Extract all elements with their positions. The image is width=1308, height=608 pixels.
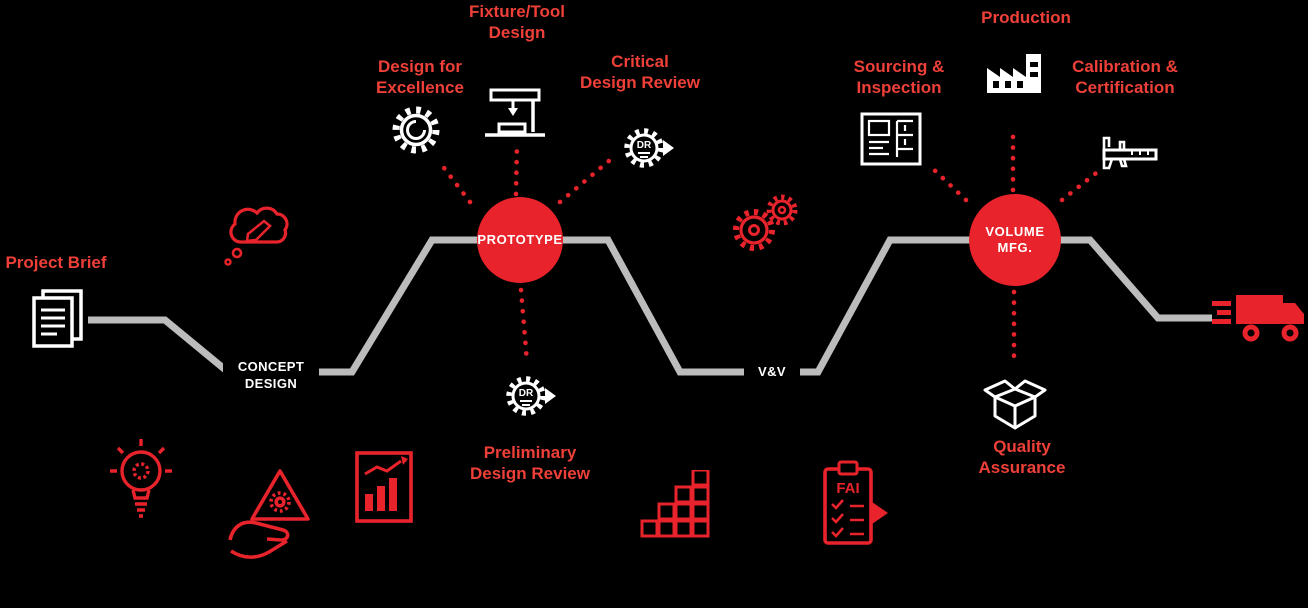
label-sourcing-inspection: Sourcing & Inspection [853,57,945,97]
label-critical-design-review: Critical Design Review [580,52,700,92]
label-quality-assurance: Quality Assurance [978,437,1066,477]
connector-prototype-fixture [513,139,520,197]
connector-prototype-cdr [557,157,613,205]
svg-text:FAI: FAI [836,480,859,497]
gear-icon [392,106,440,154]
svg-text:DR: DR [519,388,534,399]
label-preliminary-design-review: Preliminary Design Review [470,443,590,483]
milestone-volume-mfg: VOLUME MFG. [969,194,1061,286]
label-production: Production [981,8,1071,27]
milestone-prototype: PROTOTYPE [477,197,563,283]
engineering-drawing-icon [860,112,922,166]
connector-prototype-pdr [518,287,530,365]
label-project-brief: Project Brief [5,253,107,272]
machine-tool-icon [485,88,545,137]
stage-concept-design: CONCEPT DESIGN [223,356,319,396]
gears-icon [733,194,798,251]
factory-icon [987,54,1041,93]
stacked-cubes-icon [640,470,710,538]
lightbulb-icon [110,439,172,518]
svg-text:DR: DR [637,140,652,151]
dotted-connectors [435,125,1103,369]
design-review-badge-icon: DR [506,376,556,416]
document-stack-icon [32,289,83,348]
open-box-icon [983,379,1047,430]
connector-volume-calibration [1059,167,1103,203]
thought-cloud-pencil-icon [224,206,289,266]
connector-volume-sourcing [927,163,969,203]
stage-vv: V&V [744,361,800,384]
connector-prototype-dfx [435,157,473,205]
label-design-for-excellence: Design for Excellence [376,57,464,97]
label-calibration-certification: Calibration & Certification [1072,57,1178,97]
flow-line [88,236,1212,376]
label-fixture-tool-design: Fixture/Tool Design [468,2,565,42]
delivery-truck-icon [1212,295,1304,342]
hand-warning-triangle-icon [228,469,310,559]
inspection-checklist-icon: FAI [823,460,888,545]
design-review-badge-icon: DR [624,128,674,168]
caliper-icon [1102,136,1158,170]
chart-document-icon [355,451,413,523]
